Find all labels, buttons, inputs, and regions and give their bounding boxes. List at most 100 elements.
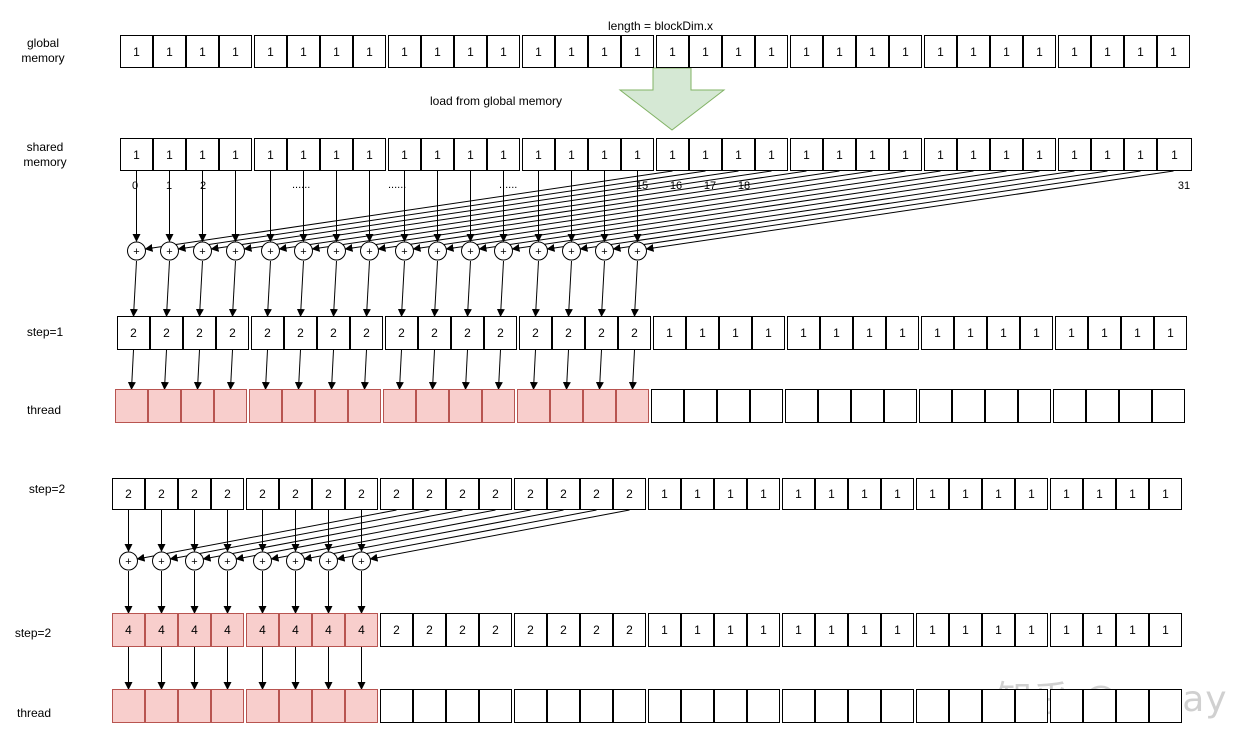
step1-cell: 1: [686, 316, 719, 350]
connector-arrow: [430, 260, 439, 317]
step2-cell: 1: [747, 478, 780, 510]
thread1-cell: [1119, 389, 1152, 423]
step1-cell: 2: [418, 316, 451, 350]
global-cell: 1: [487, 35, 520, 68]
thread2-label: thread: [16, 706, 52, 720]
step2b-cell: 4: [211, 613, 244, 647]
thread1-cell: [884, 389, 917, 423]
step2-cell: 2: [380, 478, 413, 510]
shared-cell: 1: [889, 138, 922, 171]
step2b-cell: 1: [1083, 613, 1116, 647]
step2b-cell: 4: [345, 613, 378, 647]
step1-cell: 1: [1020, 316, 1053, 350]
step1-cell: 1: [954, 316, 987, 350]
shared-cell: 1: [120, 138, 153, 171]
adder-node-step1-symbol: +: [535, 246, 541, 258]
global-cell: 1: [287, 35, 320, 68]
thread2-cell: [211, 689, 244, 723]
connector-arrow: [562, 349, 571, 390]
step2-cell: 1: [648, 478, 681, 510]
thread2-cell: [681, 689, 714, 723]
global-cell: 1: [656, 35, 689, 68]
global-cell: 1: [889, 35, 922, 68]
thread1-cell: [181, 389, 214, 423]
step1-cell: 2: [183, 316, 216, 350]
connector-arrow: [296, 260, 305, 317]
index-17: 17: [703, 180, 717, 192]
thread2-cell: [380, 689, 413, 723]
step2b-cell: 1: [1116, 613, 1149, 647]
thread2-cell: [413, 689, 446, 723]
ellipsis-1: ......: [292, 179, 311, 191]
global-cell: 1: [1023, 35, 1056, 68]
adder-node-step1-symbol: +: [300, 246, 306, 258]
global-cell: 1: [722, 35, 755, 68]
thread1-cell: [282, 389, 315, 423]
shared-cell: 1: [153, 138, 186, 171]
load-annotation: load from global memory: [430, 94, 563, 108]
step1-cell: 1: [653, 316, 686, 350]
shared-cell: 1: [823, 138, 856, 171]
ellipsis-3: ......: [499, 179, 518, 191]
thread1-cell: [214, 389, 247, 423]
step1-cell: 2: [284, 316, 317, 350]
global-cell: 1: [153, 35, 186, 68]
thread2-cell: [345, 689, 378, 723]
ellipsis-2: ......: [388, 179, 407, 191]
step2b-cell: 1: [648, 613, 681, 647]
step2b-cell: 1: [881, 613, 914, 647]
thread1-cell: [952, 389, 985, 423]
global-cell: 1: [254, 35, 287, 68]
global-cell: 1: [823, 35, 856, 68]
step2b-cell: 1: [747, 613, 780, 647]
shared-cell: 1: [1023, 138, 1056, 171]
step2b-cell: 2: [613, 613, 646, 647]
thread2-cell: [479, 689, 512, 723]
connector-arrow: [160, 349, 169, 390]
step2-cell: 2: [345, 478, 378, 510]
shared-cell: 1: [924, 138, 957, 171]
shared-cell: 1: [1124, 138, 1157, 171]
connector-arrow: [461, 349, 470, 390]
step2b-cell: 2: [514, 613, 547, 647]
step1-cell: 2: [519, 316, 552, 350]
thread1-cell: [985, 389, 1018, 423]
shared-cell: 1: [689, 138, 722, 171]
thread2-cell: [815, 689, 848, 723]
connector-arrow: [529, 349, 538, 390]
shared-cell: 1: [790, 138, 823, 171]
step2b-cell: 1: [916, 613, 949, 647]
shared-cell: 1: [555, 138, 588, 171]
thread1-label: thread: [26, 403, 62, 417]
connector-arrow: [478, 170, 1007, 252]
length-annotation: length = blockDim.x: [608, 19, 714, 33]
step2b-cell: 1: [982, 613, 1015, 647]
adder-node-step1-symbol: +: [166, 246, 172, 258]
connector-arrow: [243, 170, 772, 252]
index-1: 1: [165, 180, 173, 192]
step2b-cell: 2: [580, 613, 613, 647]
step2-cell: 2: [613, 478, 646, 510]
step2-cell: 2: [246, 478, 279, 510]
shared-memory-label: shared memory: [23, 140, 67, 169]
shared-cell: 1: [353, 138, 386, 171]
step1-cell: 1: [853, 316, 886, 350]
connector-arrow: [303, 509, 564, 562]
thread1-cell: [818, 389, 851, 423]
step1-cell: 1: [921, 316, 954, 350]
step1-cell: 2: [618, 316, 651, 350]
global-cell: 1: [421, 35, 454, 68]
step1-cell: 1: [886, 316, 919, 350]
connector-arrow: [494, 349, 503, 390]
step2-cell: 2: [446, 478, 479, 510]
step2b-cell: 1: [714, 613, 747, 647]
shared-cell: 1: [722, 138, 755, 171]
connector-arrow: [428, 349, 437, 390]
connector-arrow: [369, 509, 630, 562]
global-cell: 1: [924, 35, 957, 68]
step2-cell: 2: [211, 478, 244, 510]
step2-cell: 1: [1149, 478, 1182, 510]
connector-arrow: [628, 349, 637, 390]
step2b-cell: 2: [547, 613, 580, 647]
